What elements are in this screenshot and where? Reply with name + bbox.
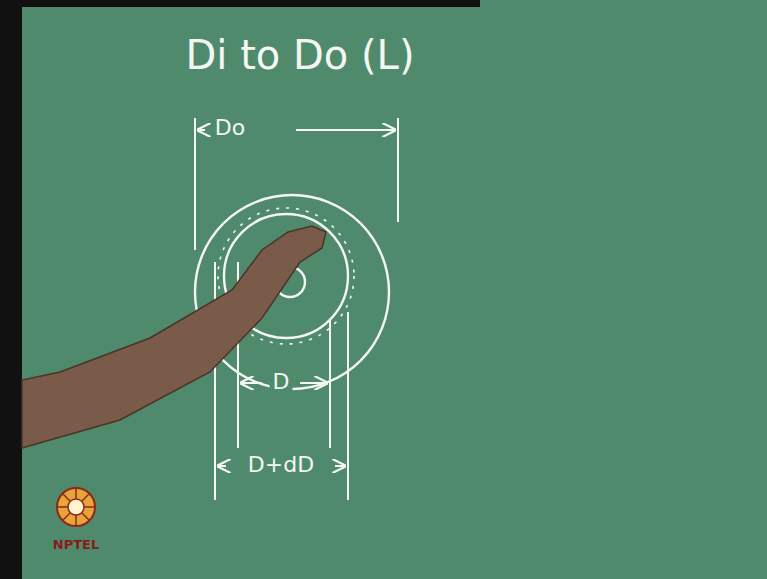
logo-text: NPTEL [50, 538, 102, 552]
concentric-circles [195, 195, 389, 389]
hand-and-arm [22, 226, 326, 448]
board-edge [0, 0, 480, 7]
outer-circle [195, 195, 389, 389]
dimension-label: D+dD [245, 453, 317, 477]
board-edge [0, 0, 22, 579]
dimension-label: Do [212, 116, 248, 140]
formula-text: Di to Do (L) [183, 33, 418, 77]
dimension-label: D [270, 370, 293, 394]
nptel-logo [57, 488, 95, 526]
